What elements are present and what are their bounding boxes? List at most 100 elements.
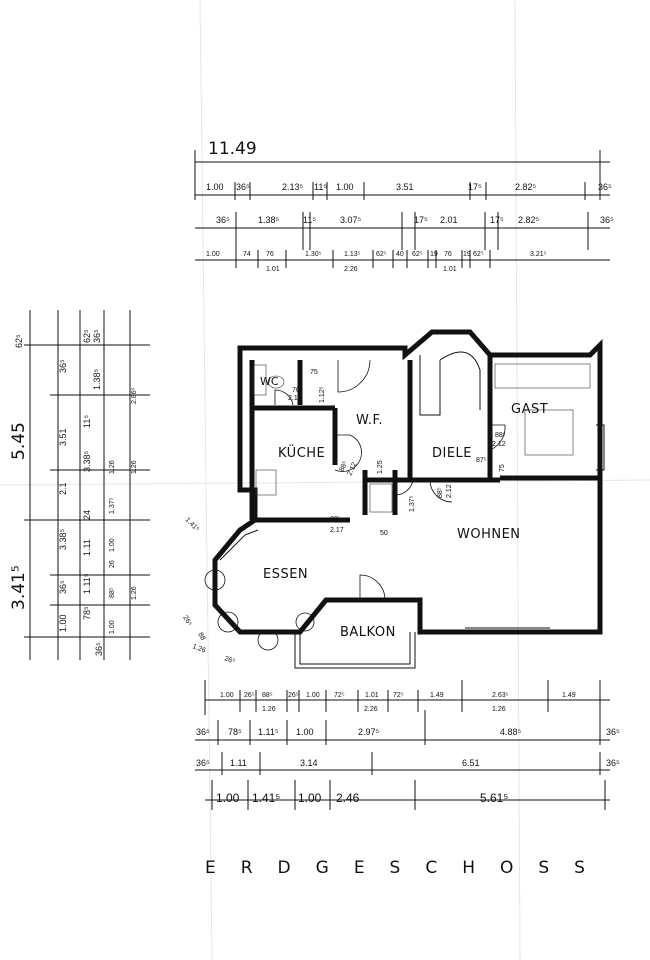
fixtures bbox=[253, 363, 591, 513]
top-row3-dim: 1.13⁵ bbox=[344, 251, 361, 258]
left-col4-dim: 1.00 bbox=[109, 538, 116, 552]
top-row2-dim: 1.38⁵ bbox=[258, 215, 280, 225]
top-dimension-chain: 11.49 1.00 36⁵ 2.13⁵ 11⁵ 1.00 3.51 17⁵ 2… bbox=[194, 139, 614, 273]
left-col1-dim: 62⁵ bbox=[14, 334, 24, 348]
left-col2-dim: 36⁵ bbox=[58, 580, 68, 594]
bottom-row1-subdim: 2.26 bbox=[364, 706, 378, 713]
top-row2-dim: 36⁵ bbox=[216, 215, 230, 225]
bay-dim: 26⁵ bbox=[223, 655, 236, 665]
top-row3-dim: 76 bbox=[444, 251, 452, 258]
top-row3-dim: 19 bbox=[463, 251, 471, 258]
top-row3-subdim: 1.01 bbox=[266, 266, 280, 273]
left-col4-dim: 1.37⁵ bbox=[109, 497, 116, 514]
overall-width-label: 11.49 bbox=[208, 139, 257, 159]
bay-dim: 88 bbox=[196, 632, 206, 642]
bottom-row3-dim: 36⁵ bbox=[196, 758, 210, 768]
left-col4-dim: 1.38⁵ bbox=[92, 368, 102, 390]
top-row3-dim: 62⁵ bbox=[473, 251, 484, 258]
top-row3-dim: 3.21⁵ bbox=[530, 251, 547, 258]
top-row3-dim: 62⁵ bbox=[376, 251, 387, 258]
kueche-bottom-dim: 88⁵ bbox=[330, 516, 341, 523]
bottom-row1-dim: 72⁵ bbox=[334, 692, 345, 699]
bottom-row2-dim: 1.11⁵ bbox=[258, 727, 279, 737]
bottom-row1-dim: 1.49 bbox=[562, 692, 576, 699]
room-wf-label: W.F. bbox=[356, 413, 383, 428]
top-row2-dim: 17⁵ bbox=[490, 215, 504, 225]
top-row3-dim: 40 bbox=[396, 251, 404, 258]
bottom-row2-dim: 78⁵ bbox=[228, 727, 242, 737]
gast-side-dim: 75 bbox=[499, 464, 506, 472]
bay-dim: 26⁵ bbox=[181, 615, 192, 628]
top-row3-ticks bbox=[235, 250, 491, 268]
left-col5-dim: 2.86⁵ bbox=[131, 387, 138, 404]
bottom-row4-ticks bbox=[211, 780, 606, 810]
left-col2-dim: 36⁵ bbox=[94, 642, 104, 656]
bottom-row2-dim: 1.00 bbox=[296, 727, 314, 737]
wc-door-dim: 2.12 bbox=[288, 395, 302, 402]
bottom-row2-dim: 2.97⁵ bbox=[358, 727, 380, 737]
gast-door-dim: 88⁵ bbox=[495, 432, 506, 439]
left-dimension-chain: 62⁵ 5.45 3.41⁵ 36⁵ 3.51 2.1 3.38⁵ 36⁵ 1.… bbox=[9, 310, 150, 660]
bottom-row1-dim: 26⁵ bbox=[288, 692, 299, 699]
top-row1-ticks bbox=[234, 182, 586, 200]
room-balkon-label: BALKON bbox=[340, 625, 396, 640]
left-col3-dim: 11⁵ bbox=[82, 415, 92, 428]
doors bbox=[204, 359, 506, 651]
bottom-row3-dim: 6.51 bbox=[462, 758, 480, 768]
left-col4-dim: 26 bbox=[109, 560, 116, 568]
left-col4-dim: 1.00 bbox=[109, 620, 116, 634]
top-row3-dim: 74 bbox=[243, 251, 251, 258]
bottom-row1-dim: 2.63⁵ bbox=[492, 692, 509, 699]
bottom-row2-dim: 36⁵ bbox=[606, 727, 620, 737]
wc-height-dim: 1.12⁵ bbox=[319, 386, 326, 403]
room-diele-label: DIELE bbox=[432, 446, 472, 461]
diele-door-dim: 88⁵ bbox=[437, 487, 444, 498]
bottom-row4-dim: 1.41⁵ bbox=[252, 791, 280, 805]
hall-small-dim: 1.25 bbox=[377, 460, 384, 474]
top-row3-dim: 62⁵ bbox=[412, 251, 423, 258]
bottom-row1-dim: 72⁵ bbox=[393, 692, 404, 699]
bottom-row1-dim: 1.00 bbox=[220, 692, 234, 699]
room-wc-label: WC bbox=[260, 375, 279, 388]
bottom-row1-dim: 88⁵ bbox=[262, 692, 273, 699]
top-row1-dim: 11⁵ bbox=[314, 182, 327, 192]
diele-right-dim: 87⁵ bbox=[476, 457, 487, 464]
essen-diag-dim: 1.41⁵ bbox=[184, 516, 201, 533]
diele-door-dim: 2.12 bbox=[446, 484, 453, 498]
top-row1-dim: 3.51 bbox=[396, 182, 414, 192]
top-row1-dim: 36⁵ bbox=[598, 182, 612, 192]
bottom-row2-dim: 4.88⁵ bbox=[500, 727, 522, 737]
left-col2-dim: 2.1 bbox=[58, 482, 68, 495]
room-kueche-label: KÜCHE bbox=[278, 444, 325, 461]
bottom-row3-ticks bbox=[221, 752, 601, 775]
left-col3-dim: 62⁵ bbox=[82, 329, 92, 343]
left-col2-dim: 36⁵ bbox=[58, 359, 68, 373]
bottom-row3-dim: 3.14 bbox=[300, 758, 318, 768]
bottom-row4-dim: 1.00 bbox=[216, 791, 240, 805]
bottom-row2-dim: 36⁵ bbox=[196, 727, 210, 737]
bottom-row1-dim: 1.01 bbox=[365, 692, 379, 699]
top-row3-dim: 1.30⁵ bbox=[305, 251, 322, 258]
wc-width-dim: 75 bbox=[310, 369, 318, 376]
bottom-row1-dim: 1.00 bbox=[306, 692, 320, 699]
top-row1-dim: 2.82⁵ bbox=[515, 182, 537, 192]
left-col5-dim: 1.26 bbox=[131, 586, 138, 600]
left-col4-dim: 36⁵ bbox=[92, 329, 102, 343]
bottom-row3-dim: 36⁵ bbox=[606, 758, 620, 768]
gast-door-dim: 2.12 bbox=[492, 441, 506, 448]
room-wohnen-label: WOHNEN bbox=[457, 527, 521, 542]
top-row1-dim: 1.00 bbox=[206, 182, 224, 192]
bottom-row4-dim: 5.61⁵ bbox=[480, 791, 508, 805]
room-labels: WC KÜCHE W.F. DIELE GAST WOHNEN ESSEN BA… bbox=[260, 375, 548, 640]
top-row2-dim: 36⁵ bbox=[600, 215, 614, 225]
left-col3-dim: 78⁵ bbox=[82, 606, 92, 620]
building-walls bbox=[212, 329, 605, 669]
top-row3-dim: 1.00 bbox=[206, 251, 220, 258]
top-row3-subdim: 2.26 bbox=[344, 266, 358, 273]
top-row1-dim: 1.00 bbox=[336, 182, 354, 192]
left-col1-dim: 5.45 bbox=[9, 422, 29, 460]
bottom-row1-dim: 1.49 bbox=[430, 692, 444, 699]
left-col2-dim: 3.51 bbox=[58, 428, 68, 446]
top-row2-dim: 2.01 bbox=[440, 215, 458, 225]
bath-door-dim: 1.37⁵ bbox=[409, 495, 416, 512]
